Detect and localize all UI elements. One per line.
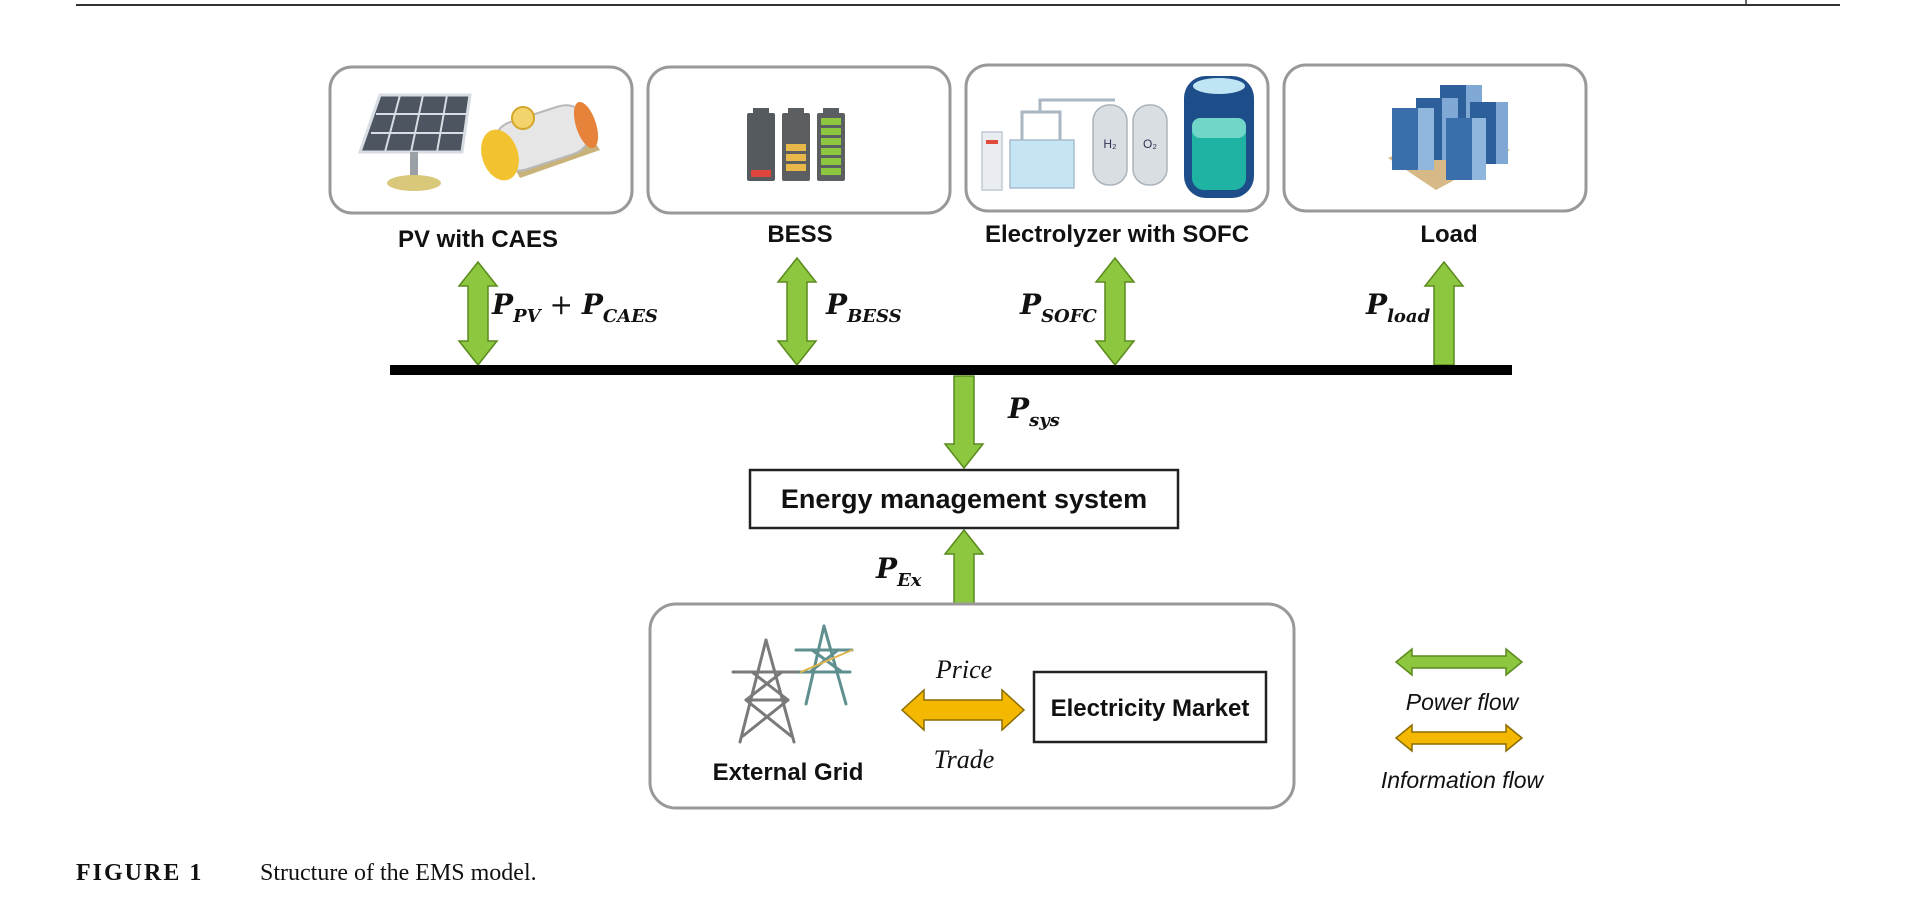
flow-label-bess: PBESS <box>825 288 902 327</box>
electrolyzer-label: Electrolyzer with SOFC <box>985 221 1249 248</box>
flow-label-sofc: PSOFC <box>1019 288 1098 327</box>
figure-caption-text: Structure of the EMS model. <box>260 860 537 886</box>
flow-label-pv-caes: PPV + PCAES <box>491 288 658 327</box>
legend-power-label: Power flow <box>1406 689 1520 715</box>
electricity-market-label: Electricity Market <box>1051 695 1250 722</box>
pv-caes-label: PV with CAES <box>398 226 558 253</box>
solar-panel-icon <box>357 93 472 191</box>
flow-label-ex: PEx <box>875 552 922 591</box>
legend-information-label: Information flow <box>1381 767 1545 793</box>
external-grid-label: External Grid <box>713 759 864 786</box>
power-flow-arrows <box>457 256 1465 605</box>
ems-label: Energy management system <box>781 484 1147 514</box>
electricity-market-box <box>1032 670 1268 744</box>
building-load-icon <box>1388 85 1510 190</box>
arrow-bess <box>776 256 818 367</box>
arrow-sofc <box>1094 256 1136 367</box>
legend-power-arrow <box>1394 647 1524 677</box>
flow-label-sys: Psys <box>1007 392 1060 431</box>
arrow-price-trade <box>900 688 1026 732</box>
h2-label: H₂ <box>1103 137 1117 151</box>
trade-label: Trade <box>934 745 995 774</box>
load-label: Load <box>1420 221 1477 248</box>
transmission-tower-icon <box>731 624 854 744</box>
air-tank-icon <box>481 101 600 181</box>
power-bus <box>390 365 1512 375</box>
legend-information-arrow <box>1394 723 1524 753</box>
bess-label: BESS <box>767 221 832 248</box>
battery-pack-icon <box>747 108 845 181</box>
electrolyzer-hydrogen-tank-icon: H₂ O₂ <box>981 98 1168 191</box>
hydrogen-storage-cell-icon <box>1184 76 1254 198</box>
arrow-sys <box>943 375 985 470</box>
ems-box <box>748 468 1180 530</box>
information-flow-arrow <box>900 688 1026 732</box>
legend <box>1394 647 1524 753</box>
o2-label: O₂ <box>1143 137 1157 151</box>
figure-caption-label: FIGURE 1 <box>76 860 203 886</box>
arrow-load <box>1423 260 1465 366</box>
price-label: Price <box>935 655 992 684</box>
arrow-ex <box>943 528 985 605</box>
flow-label-load: Pload <box>1365 288 1431 327</box>
